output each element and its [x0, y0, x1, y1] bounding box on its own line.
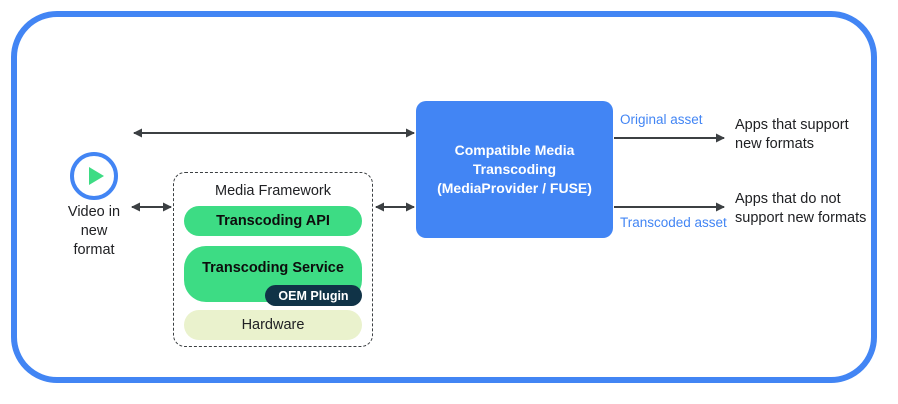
video-source-label: Video in new format: [44, 203, 144, 260]
cmt-line1: Compatible Media: [454, 142, 575, 158]
apps-support-line1: Apps that support: [735, 117, 849, 133]
play-circle-icon: [70, 152, 118, 200]
transcoding-api-box: Transcoding API: [184, 206, 362, 236]
cmt-line2: Transcoding: [472, 161, 557, 177]
transcoded-asset-label: Transcoded asset: [620, 215, 727, 230]
apps-no-support-line1: Apps that do not: [735, 191, 841, 207]
video-source-label-line1: Video in: [67, 204, 121, 220]
apps-no-support-label: Apps that do not support new formats: [735, 190, 866, 228]
video-source-label-line3: format: [73, 242, 115, 258]
media-framework-title: Media Framework: [214, 183, 332, 199]
apps-support-line2: new formats: [735, 136, 814, 152]
cmt-line3: (MediaProvider / FUSE): [437, 180, 592, 196]
video-source-label-line2: new: [80, 223, 108, 239]
compatible-media-transcoding-box: Compatible Media Transcoding (MediaProvi…: [416, 101, 613, 238]
play-triangle-icon: [88, 167, 104, 185]
apps-no-support-line2: support new formats: [735, 210, 867, 226]
oem-plugin-badge: OEM Plugin: [265, 285, 362, 306]
apps-support-label: Apps that support new formats: [735, 116, 849, 154]
original-asset-label: Original asset: [620, 112, 703, 127]
hardware-box: Hardware: [184, 310, 362, 340]
